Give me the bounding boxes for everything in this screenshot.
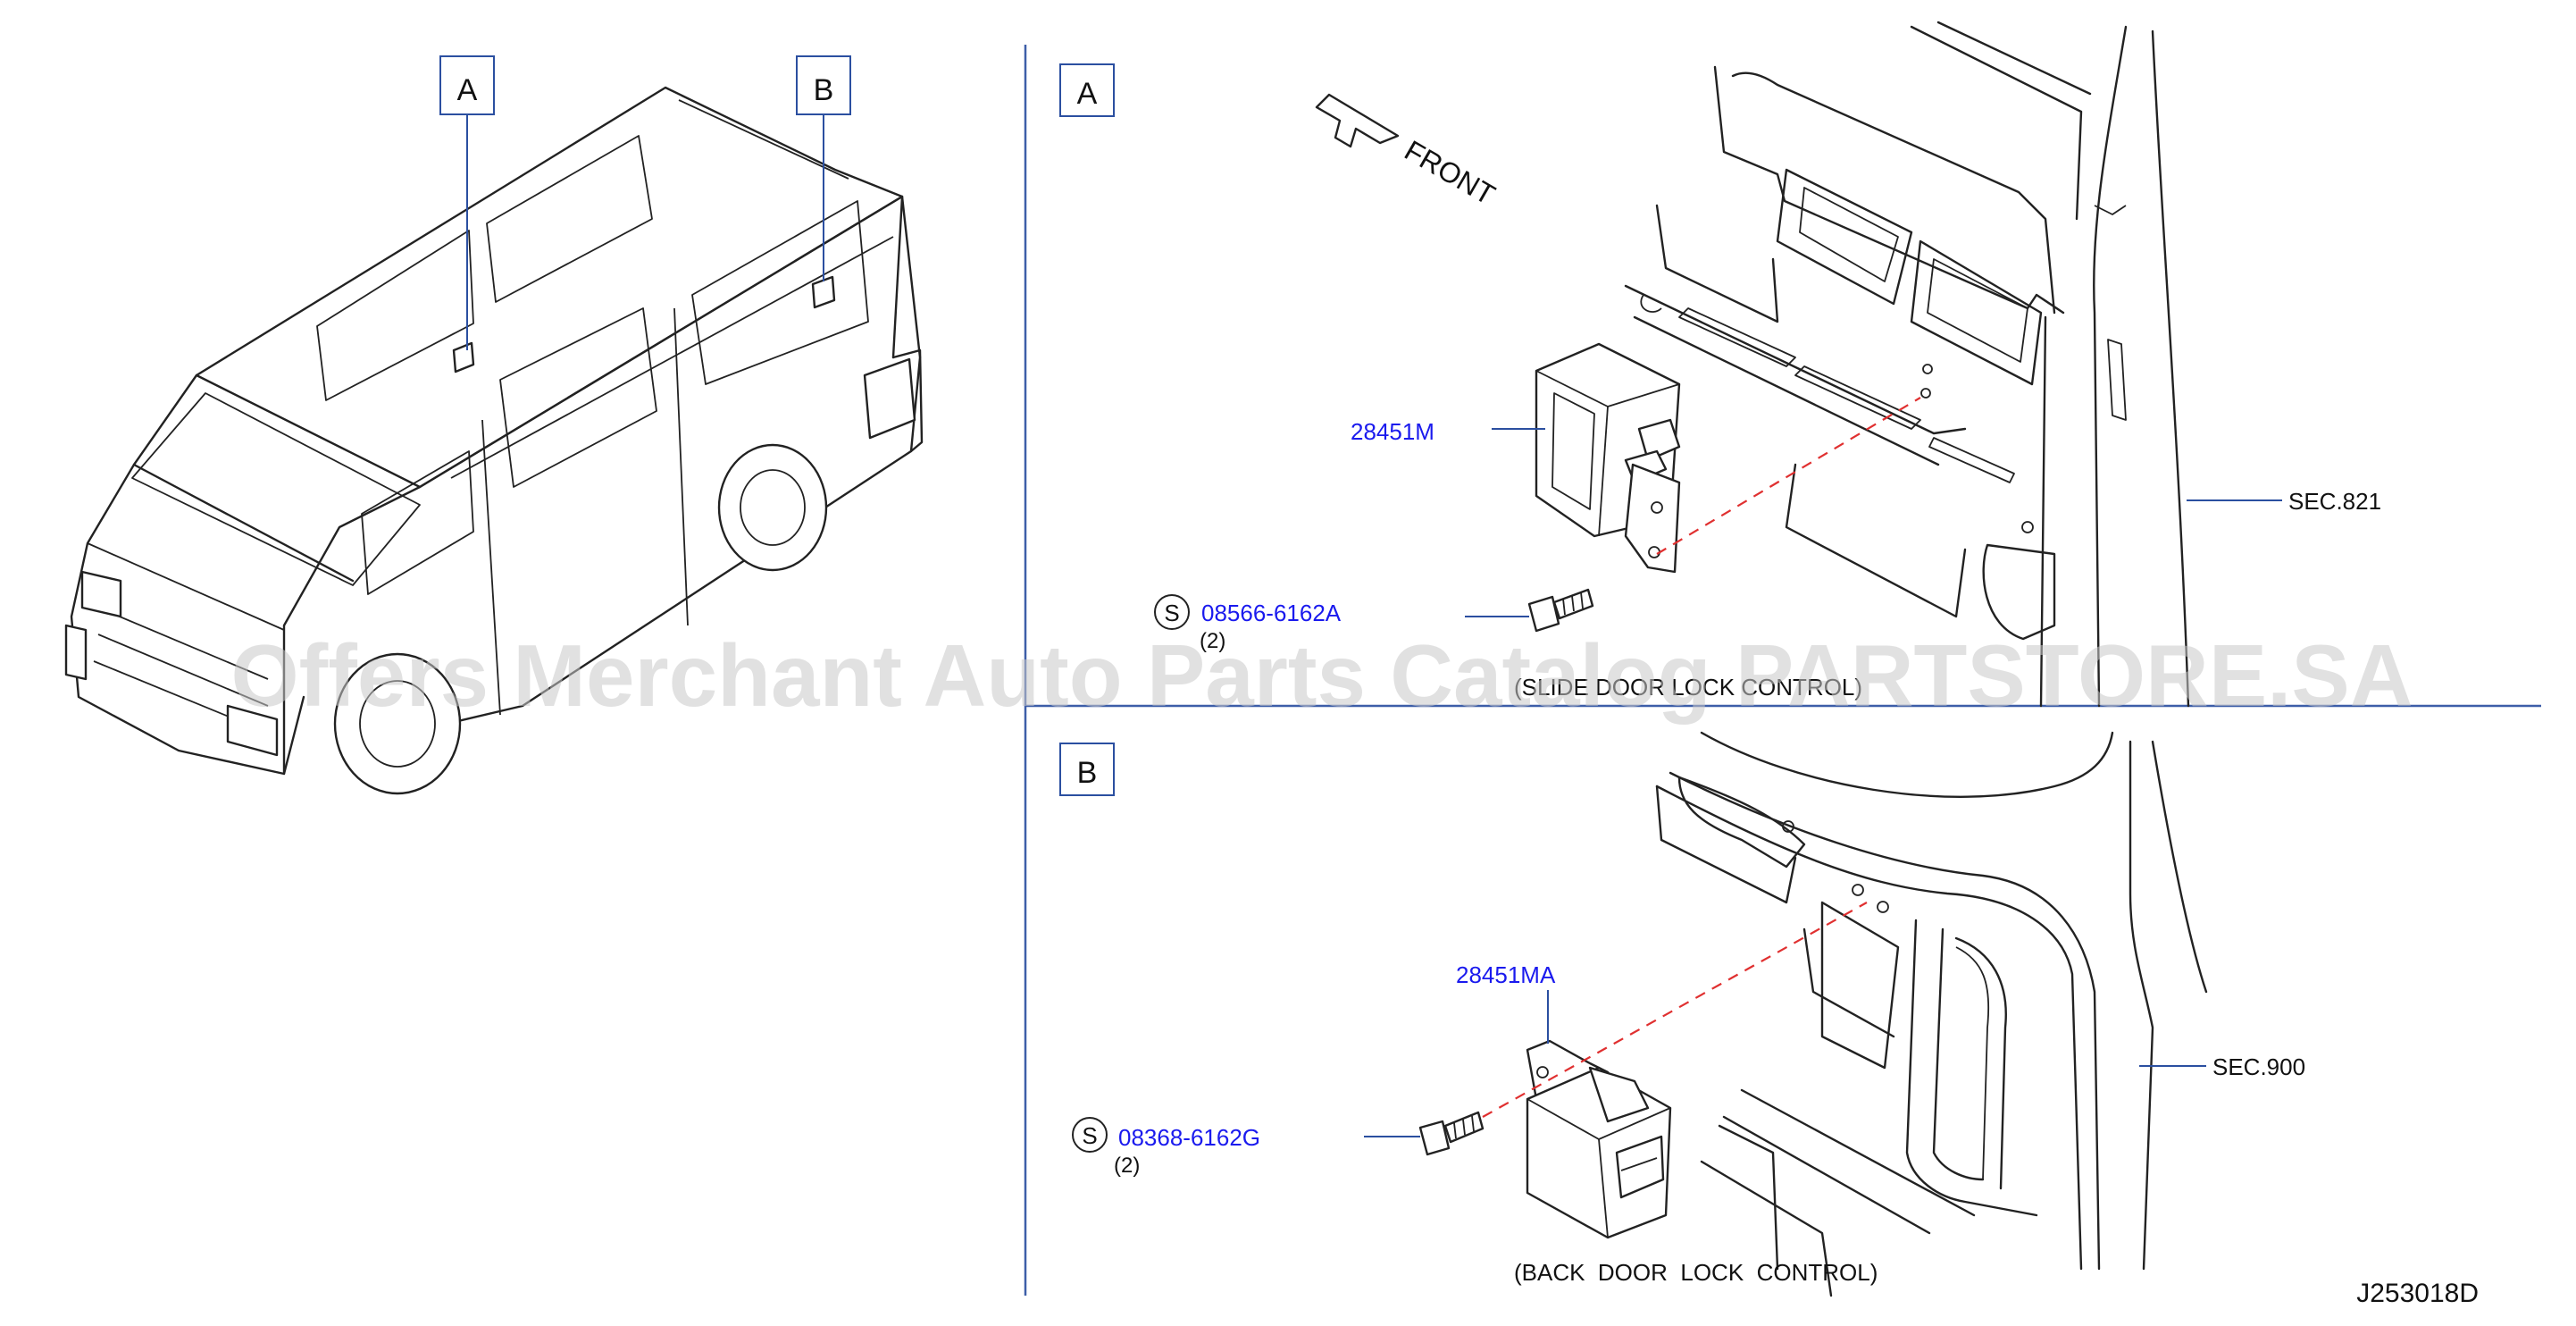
install-axis-b <box>1482 902 1868 1118</box>
callout-b-overview: B <box>796 55 851 281</box>
screw-b-callout: S 08368-6162G (2) <box>1072 1117 1260 1178</box>
screw-b-quantity: (2) <box>1114 1154 1140 1178</box>
callout-b-panel-label: B <box>1077 756 1098 790</box>
back-door-body-structure <box>1655 731 2208 1297</box>
install-axis-a <box>1656 397 1921 555</box>
watermark-text: Offers Merchant Auto Parts Catalog PARTS… <box>230 626 2413 725</box>
van-overview-illustration <box>64 86 924 795</box>
caption-back-door-lock-control: (BACK DOOR LOCK CONTROL) <box>1514 1259 1878 1286</box>
callout-b-overview-label: B <box>814 73 834 107</box>
slide-door-body-structure <box>1624 21 2190 708</box>
section-ref-sec-821[interactable]: SEC.821 <box>2288 488 2381 515</box>
section-b-panel: B <box>1059 731 2305 1297</box>
screw-a-symbol: S <box>1164 600 1179 626</box>
section-ref-sec-900[interactable]: SEC.900 <box>2212 1053 2305 1080</box>
screw-a-callout: S 08566-6162A (2) <box>1154 594 1342 653</box>
callout-a-overview-label: A <box>457 73 478 107</box>
section-a-panel: A FRONT <box>1059 21 2381 708</box>
callout-a-panel-label: A <box>1077 77 1098 111</box>
diagram-code: J253018D <box>2356 1279 2479 1308</box>
part-number-08368-6162g[interactable]: 08368-6162G <box>1118 1124 1260 1151</box>
screw-b-symbol: S <box>1082 1122 1097 1149</box>
screw-a-icon <box>1527 588 1594 633</box>
slide-door-lock-control-unit <box>1535 342 1681 574</box>
callout-a-overview: A <box>439 55 495 350</box>
screw-a-quantity: (2) <box>1200 629 1225 653</box>
back-door-lock-control-unit <box>1526 1039 1672 1239</box>
caption-slide-door-lock-control: (SLIDE DOOR LOCK CONTROL) <box>1514 674 1862 701</box>
part-number-08566-6162a[interactable]: 08566-6162A <box>1201 600 1342 626</box>
front-label: FRONT <box>1400 134 1501 211</box>
part-number-28451ma[interactable]: 28451MA <box>1456 961 1556 988</box>
front-arrow-icon: FRONT <box>1315 93 1501 211</box>
screw-b-icon <box>1418 1111 1485 1156</box>
part-number-28451m[interactable]: 28451M <box>1351 418 1434 445</box>
